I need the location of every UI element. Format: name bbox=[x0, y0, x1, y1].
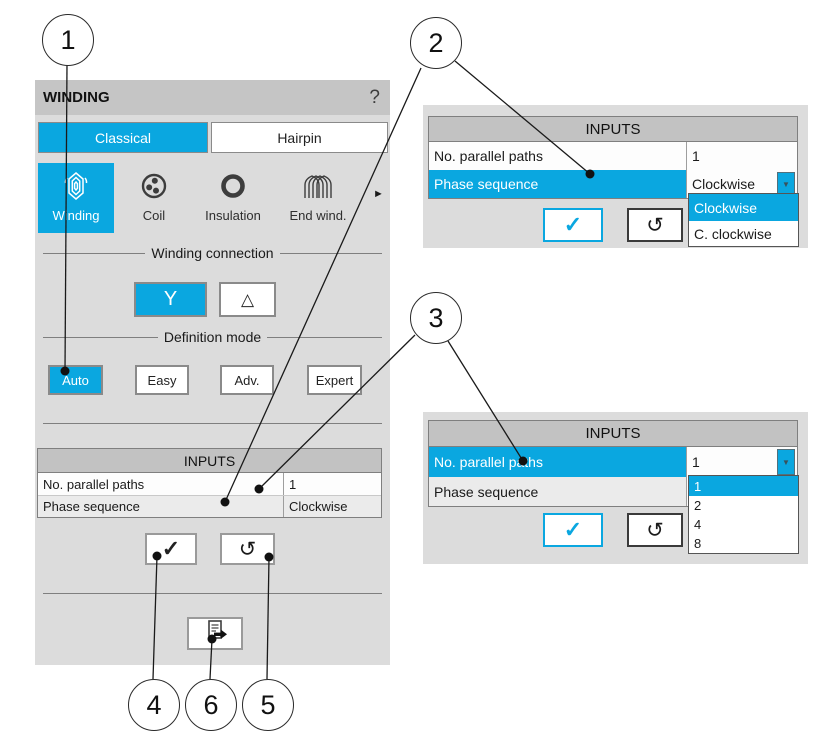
parallel-paths-value: 1 bbox=[692, 454, 700, 470]
star-connection-button[interactable]: Y bbox=[134, 282, 207, 317]
tab-classical-label: Classical bbox=[94, 129, 151, 146]
parallel-paths-label: No. parallel paths bbox=[429, 447, 687, 477]
end-winding-icon bbox=[302, 171, 334, 204]
mode-adv-button[interactable]: Adv. bbox=[220, 365, 274, 395]
export-icon bbox=[202, 619, 228, 648]
callout-6: 6 bbox=[185, 679, 237, 731]
toolbar-item-end-winding[interactable]: End wind. bbox=[277, 163, 359, 233]
insulation-icon bbox=[218, 171, 248, 204]
tab-hairpin[interactable]: Hairpin bbox=[211, 122, 388, 153]
definition-mode-text: Definition mode bbox=[163, 329, 262, 345]
parallel-paths-label: No. parallel paths bbox=[429, 142, 687, 170]
chevron-down-icon: ▼ bbox=[782, 179, 790, 189]
divider bbox=[43, 423, 382, 424]
toolbar-item-coil-label: Coil bbox=[142, 208, 166, 223]
mode-expert-label: Expert bbox=[315, 372, 354, 388]
reset-icon: ↺ bbox=[238, 537, 257, 561]
dropdown-item-1[interactable]: 1 bbox=[689, 476, 798, 496]
winding-connection-text: Winding connection bbox=[151, 245, 274, 261]
mode-easy-button[interactable]: Easy bbox=[135, 365, 189, 395]
inputs-table-header: INPUTS bbox=[429, 117, 797, 142]
help-icon[interactable]: ? bbox=[369, 87, 380, 108]
toolbar-item-end-winding-label: End wind. bbox=[289, 208, 347, 223]
reset-button[interactable]: ↺ bbox=[627, 208, 683, 242]
reset-icon: ↺ bbox=[646, 518, 664, 542]
check-icon: ✓ bbox=[563, 212, 583, 237]
inputs-table: INPUTS No. parallel paths 1 Phase sequen… bbox=[428, 116, 798, 199]
toolbar-item-winding-label: Winding bbox=[52, 208, 100, 223]
inputs-table: INPUTS No. parallel paths 1 Phase sequen… bbox=[37, 448, 382, 518]
delta-icon: △ bbox=[240, 289, 255, 309]
toolbar-item-winding[interactable]: Winding bbox=[38, 163, 114, 233]
parallel-paths-value[interactable]: 1 bbox=[687, 142, 797, 170]
mode-expert-button[interactable]: Expert bbox=[307, 365, 362, 395]
check-icon: ✓ bbox=[161, 536, 181, 561]
winding-connection-section-label: Winding connection bbox=[43, 245, 382, 261]
callout-4: 4 bbox=[128, 679, 180, 731]
reset-button[interactable]: ↺ bbox=[627, 513, 683, 547]
star-connection-glyph: Y bbox=[163, 288, 178, 310]
inputs-title: INPUTS bbox=[585, 425, 641, 442]
panel-header: WINDING ? bbox=[35, 80, 390, 115]
phase-sequence-label: Phase sequence bbox=[429, 170, 687, 198]
table-row-phase-sequence-selected[interactable]: Phase sequence Clockwise ▼ bbox=[429, 170, 797, 198]
check-icon: ✓ bbox=[563, 517, 583, 542]
inputs-table-header: INPUTS bbox=[38, 449, 381, 473]
parallel-paths-value-cell[interactable]: 1 ▼ bbox=[687, 447, 797, 477]
parallel-paths-popup: INPUTS No. parallel paths 1 ▼ Phase sequ… bbox=[423, 412, 808, 564]
callout-5: 5 bbox=[242, 679, 294, 731]
dropdown-item-2[interactable]: 2 bbox=[694, 498, 702, 513]
phase-sequence-label: Phase sequence bbox=[429, 477, 687, 506]
inputs-table-header: INPUTS bbox=[429, 421, 797, 447]
table-row-parallel-paths[interactable]: No. parallel paths 1 bbox=[429, 142, 797, 170]
mode-auto-button[interactable]: Auto bbox=[48, 365, 103, 395]
dropdown-arrow-button[interactable]: ▼ bbox=[777, 449, 795, 475]
coil-icon bbox=[139, 171, 169, 204]
parallel-paths-label: No. parallel paths bbox=[38, 473, 284, 495]
inputs-title: INPUTS bbox=[585, 120, 641, 138]
toolbar-more-arrow-icon[interactable]: ► bbox=[373, 188, 384, 200]
dropdown-item-8[interactable]: 8 bbox=[694, 536, 702, 551]
reset-icon: ↺ bbox=[646, 213, 664, 237]
reset-button[interactable]: ↺ bbox=[220, 533, 275, 565]
dropdown-item-clockwise[interactable]: Clockwise bbox=[689, 194, 798, 221]
apply-button[interactable]: ✓ bbox=[543, 513, 603, 547]
parallel-paths-value[interactable]: 1 bbox=[284, 473, 381, 495]
phase-sequence-popup: INPUTS No. parallel paths 1 Phase sequen… bbox=[423, 105, 808, 248]
mode-easy-label: Easy bbox=[147, 372, 177, 388]
toolbar-item-insulation[interactable]: Insulation bbox=[193, 163, 273, 233]
tab-hairpin-label: Hairpin bbox=[277, 129, 322, 146]
phase-sequence-value: Clockwise bbox=[692, 176, 756, 192]
inputs-title: INPUTS bbox=[183, 452, 236, 469]
export-button[interactable] bbox=[187, 617, 243, 650]
divider bbox=[43, 593, 382, 594]
dropdown-item-4[interactable]: 4 bbox=[694, 517, 702, 532]
callout-3: 3 bbox=[410, 292, 462, 344]
apply-button[interactable]: ✓ bbox=[543, 208, 603, 242]
parallel-paths-dropdown-list: 1 2 4 8 bbox=[688, 475, 799, 554]
panel-title: WINDING bbox=[43, 89, 110, 106]
delta-connection-button[interactable]: △ bbox=[219, 282, 276, 317]
toolbar-item-insulation-label: Insulation bbox=[205, 208, 261, 223]
toolbar-item-coil[interactable]: Coil bbox=[119, 163, 189, 233]
dropdown-item-c-clockwise[interactable]: C. clockwise bbox=[694, 226, 772, 242]
winding-panel: WINDING ? Classical Hairpin Winding bbox=[35, 80, 390, 665]
table-row-parallel-paths[interactable]: No. parallel paths 1 bbox=[38, 473, 381, 495]
mode-auto-label: Auto bbox=[62, 372, 89, 388]
callout-1: 1 bbox=[42, 14, 94, 66]
tab-classical[interactable]: Classical bbox=[38, 122, 208, 153]
phase-sequence-dropdown-list: Clockwise C. clockwise bbox=[688, 193, 799, 247]
callout-2: 2 bbox=[410, 17, 462, 69]
table-row-phase-sequence[interactable]: Phase sequence Clockwise bbox=[38, 495, 381, 517]
mode-adv-label: Adv. bbox=[234, 372, 260, 388]
winding-icon bbox=[62, 171, 90, 204]
apply-button[interactable]: ✓ bbox=[145, 533, 197, 565]
definition-mode-section-label: Definition mode bbox=[43, 329, 382, 345]
table-row-parallel-paths-selected[interactable]: No. parallel paths 1 ▼ bbox=[429, 447, 797, 477]
phase-sequence-label: Phase sequence bbox=[38, 496, 284, 517]
phase-sequence-value[interactable]: Clockwise bbox=[284, 496, 381, 517]
chevron-down-icon: ▼ bbox=[782, 457, 790, 467]
